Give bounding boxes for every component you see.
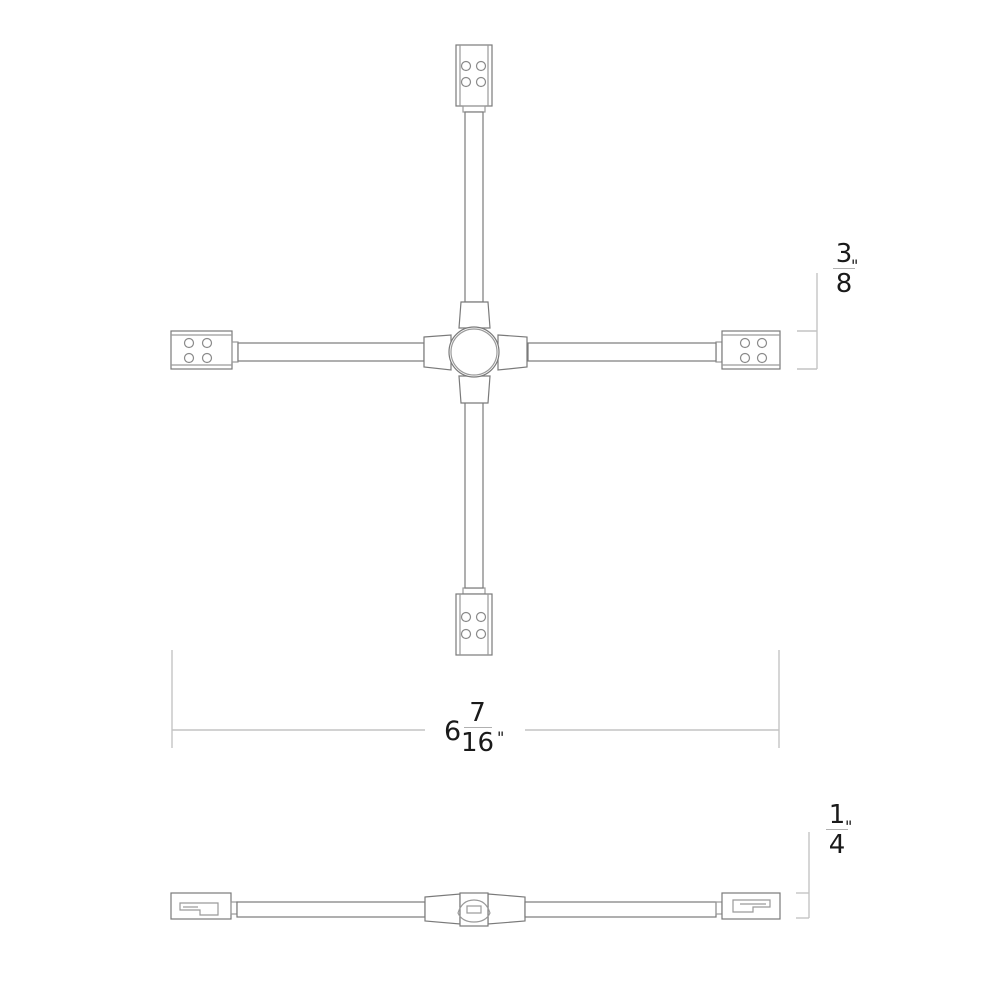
dimension-height-side-view [796,832,810,919]
inch-mark: " [497,728,505,747]
side-arm-left [236,901,426,918]
fraction-numerator: 3 [835,239,853,269]
top-view [170,44,818,656]
connector-bottom [455,587,493,656]
screw-icon [183,337,195,349]
dimension-whole-number: 6 [444,716,462,747]
screw-icon [201,337,213,349]
fraction-bar [826,829,848,830]
dimension-label-1-4: 1 4 [826,802,848,858]
screw-icon [756,337,768,349]
screw-icon [183,352,195,364]
dimension-label-3-8: 3 8 [833,241,855,297]
arm-left [237,342,425,362]
arm-bottom [464,399,484,589]
arm-right [527,342,717,362]
connector-right [715,330,781,370]
center-hub [423,301,528,404]
dimension-height-top-view [797,273,818,370]
dimension-overall-width [171,650,780,748]
side-view [170,832,810,927]
side-connector-right [715,892,781,920]
side-arm-right [524,901,717,918]
hub-circle [448,326,500,378]
fraction-numerator: 1 [828,800,846,830]
screw-icon [460,628,472,640]
screw-icon [475,60,487,72]
fraction-denominator: 16 [461,728,495,758]
dimension-label-7-16: 7 16 [461,700,494,756]
screw-icon [739,352,751,364]
arm-top [464,111,484,303]
screw-icon [475,76,487,88]
screw-icon [475,611,487,623]
fraction-denominator: 8 [835,269,853,299]
fraction-numerator: 7 [469,698,486,728]
screw-icon [739,337,751,349]
inch-mark: " [851,256,859,275]
screw-icon [460,611,472,623]
fraction-bar [833,268,855,269]
side-connector-left [170,892,238,920]
fraction-denominator: 4 [828,830,846,860]
screw-icon [756,352,768,364]
connector-left [170,330,239,370]
inch-mark: " [845,817,853,836]
side-center-hub [424,892,526,927]
fraction-bar [463,727,492,728]
screw-icon [460,76,472,88]
screw-icon [460,60,472,72]
screw-icon [475,628,487,640]
screw-icon [201,352,213,364]
connector-top [455,44,493,113]
